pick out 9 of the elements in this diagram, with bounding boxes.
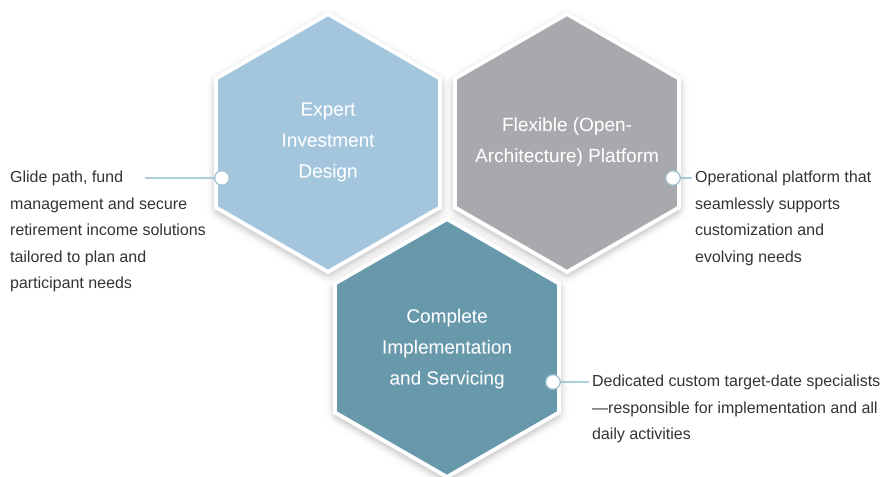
hexagon-label: Flexible (Open-Architecture) Platform xyxy=(474,114,660,169)
leader-line xyxy=(145,170,230,186)
hexagon-label: Expert Investment Design xyxy=(280,98,376,184)
callout-text: Glide path, fund management and secure retirement income solutions tailored to plan and participant needs xyxy=(10,165,220,298)
leader-line xyxy=(545,374,589,390)
leader-line xyxy=(665,170,692,186)
callout-text: Operational platform that seamlessly supports customization and evolving needs xyxy=(695,165,887,271)
callout-text: Dedicated custom target-date specialists—responsible for implementation and all daily activities xyxy=(592,369,887,448)
hexagon-label: Complete Implementation and Servicing xyxy=(381,306,513,392)
